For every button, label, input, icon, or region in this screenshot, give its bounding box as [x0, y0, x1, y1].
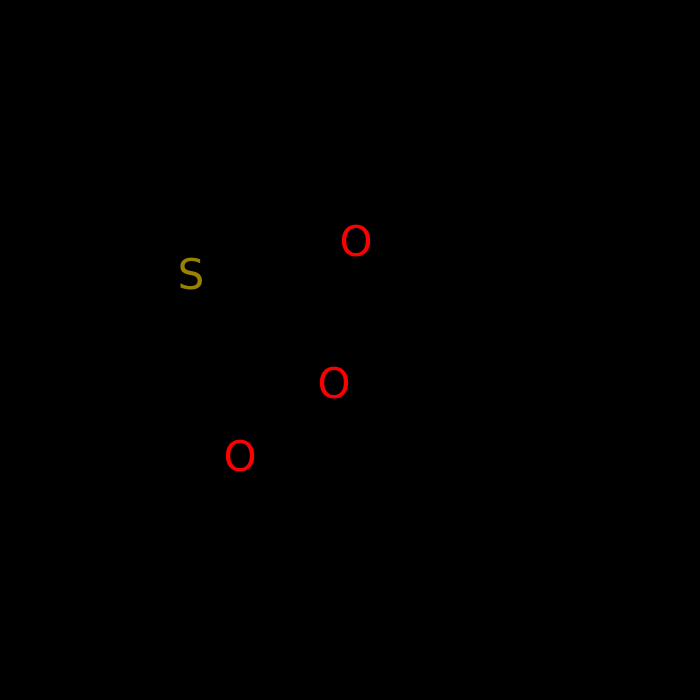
bond: [57, 202, 131, 265]
bond: [409, 477, 473, 569]
atom-label-o: O: [223, 432, 257, 481]
bond: [447, 59, 563, 121]
bond: [297, 563, 415, 603]
bond: [210, 273, 286, 281]
bond: [280, 249, 339, 281]
bond: [115, 259, 131, 355]
bond: [125, 259, 172, 274]
bond: [227, 49, 342, 111]
bond: [609, 125, 639, 241]
atom-label-s: S: [177, 250, 205, 299]
bond: [353, 377, 433, 386]
bond: [336, 49, 453, 121]
bond: [374, 246, 503, 295]
atom-label-o: O: [339, 217, 373, 266]
bond: [497, 235, 615, 295]
bond: [634, 427, 663, 543]
bond: [193, 542, 303, 603]
bond: [427, 377, 473, 483]
bond: [609, 235, 640, 433]
bond: [115, 349, 199, 421]
bond: [105, 542, 199, 581]
atom-label-o: O: [317, 359, 351, 408]
bond: [227, 105, 286, 281]
bond: [193, 367, 286, 421]
bond: [557, 59, 639, 131]
